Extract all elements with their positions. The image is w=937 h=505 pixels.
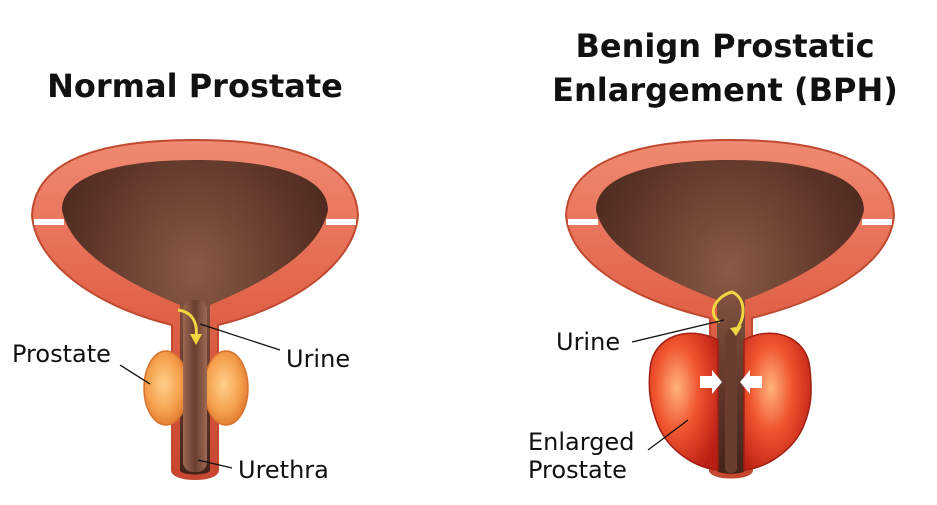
urine-flow-arrow-right [711,290,745,331]
bph-title: Benign Prostatic Enlargement (BPH) [540,24,910,112]
enlarged-prostate-label-line-1: Enlarged [528,428,635,456]
prostate-leader-line [119,364,151,385]
urine-leader-line-left [199,323,281,351]
normal-prostate [143,350,249,470]
urine-label-right: Urine [556,328,621,356]
urethra-leader-line [197,459,233,469]
compression-arrow-left [700,370,722,394]
enlarged-prostate-label: Enlarged Prostate [528,428,634,484]
normal-prostate-title: Normal Prostate [47,67,343,105]
urine-label-left: Urine [286,345,351,373]
prostate-label: Prostate [12,340,111,368]
urine-leader-line-right [631,319,725,343]
urethra-label: Urethra [238,456,329,484]
bph-title-line-1: Benign Prostatic [575,27,875,65]
bph-bladder [564,138,896,479]
enlarged-prostate-label-line-2: Prostate [528,456,627,484]
bph-title-line-2: Enlargement (BPH) [552,71,898,109]
compression-arrow-right [740,370,762,394]
enlarged-prostate-leader-line [647,419,689,451]
enlarged-prostate [648,330,812,473]
